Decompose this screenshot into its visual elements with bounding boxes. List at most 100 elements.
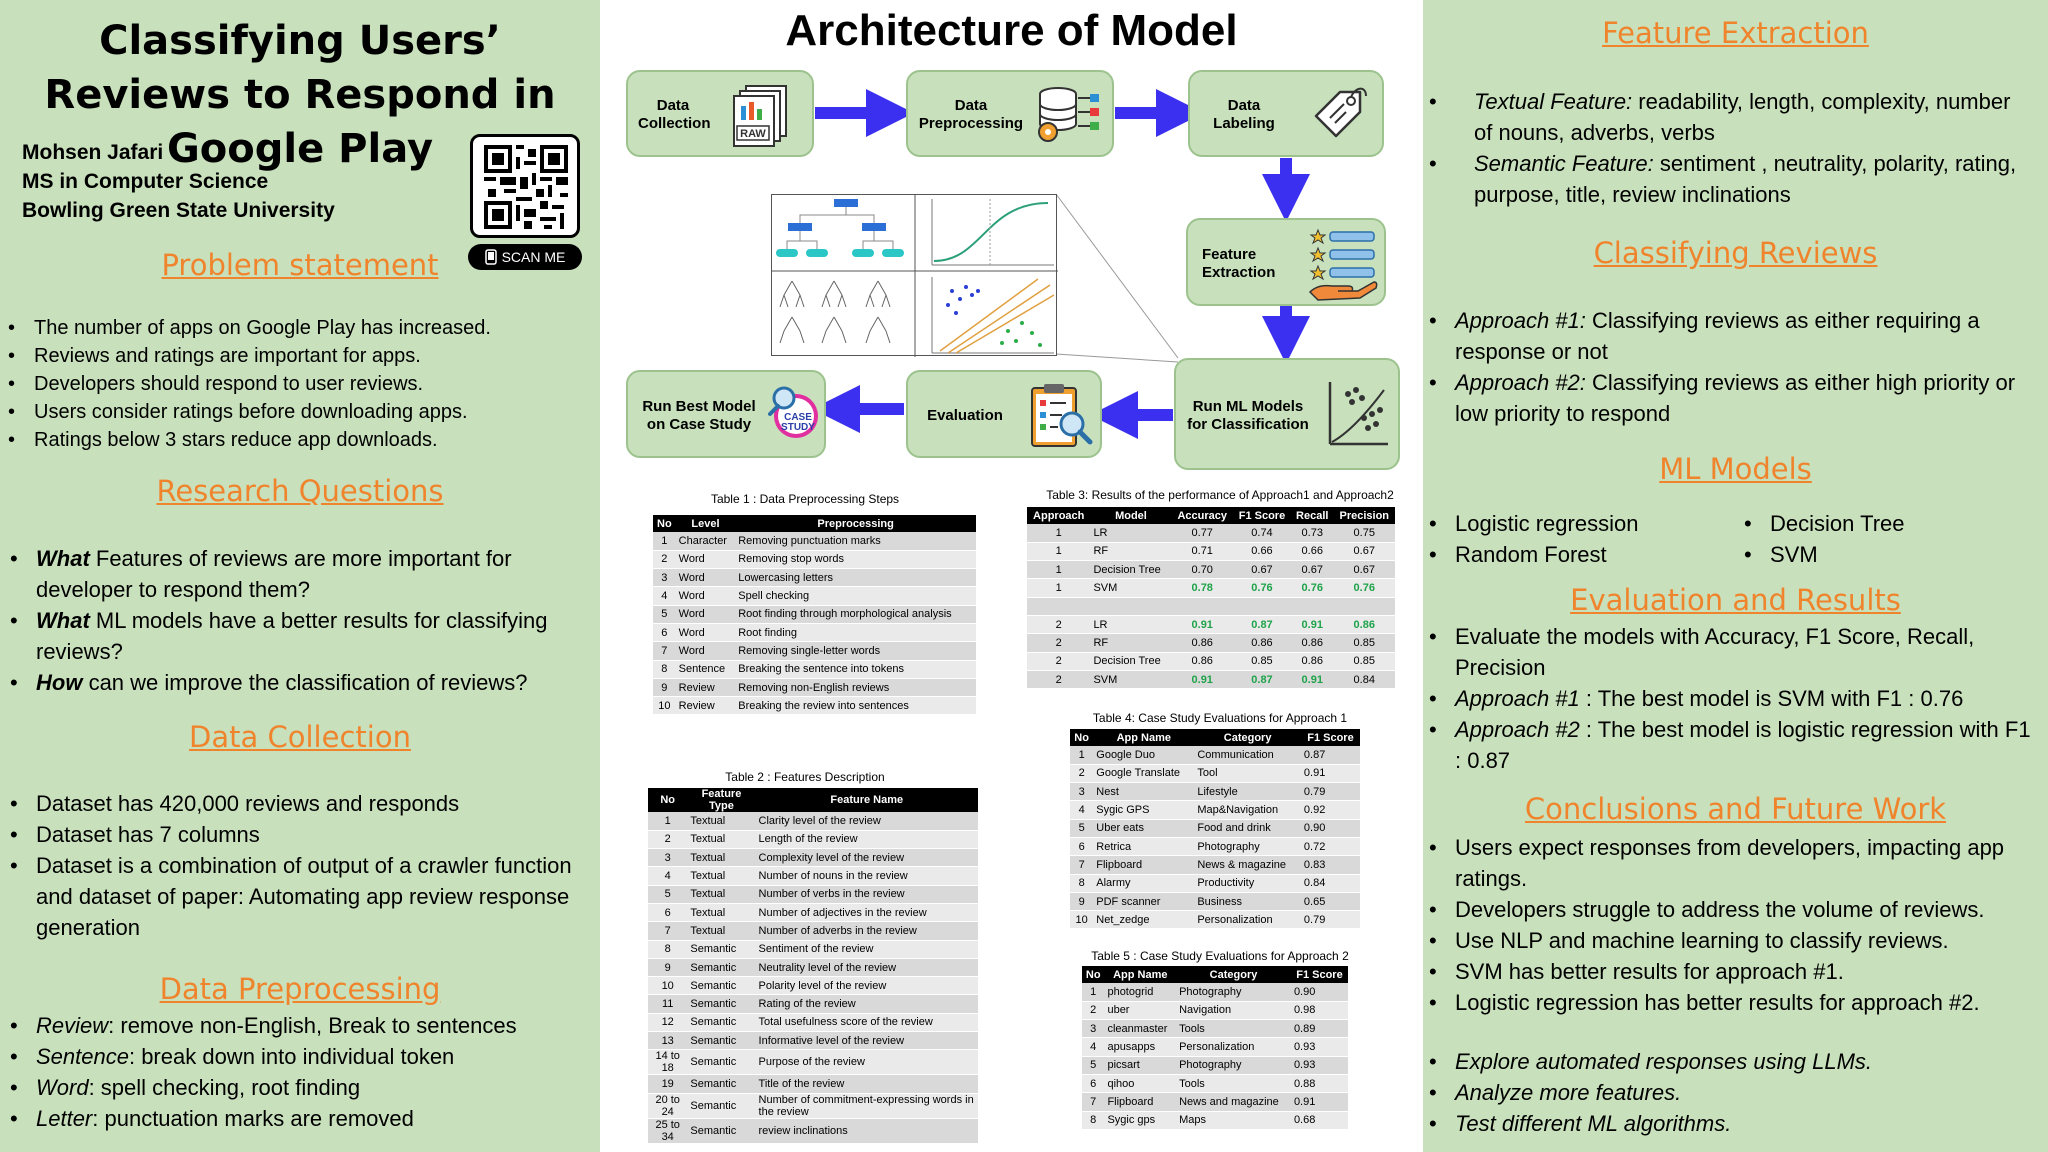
table-cell: cleanmaster xyxy=(1104,1019,1177,1039)
table-cell: 0.93 xyxy=(1290,1037,1348,1057)
qr-code[interactable] xyxy=(470,134,580,238)
table-cell: Textual xyxy=(687,848,756,868)
table-cell: 0.87 xyxy=(1232,615,1291,635)
table-cell: 2 xyxy=(1027,670,1091,690)
table-cell: Complexity level of the review xyxy=(755,848,978,868)
table-cell: 0.76 xyxy=(1232,578,1291,598)
table-cell: 9 xyxy=(648,958,688,978)
table-cell: Tools xyxy=(1176,1019,1291,1039)
table-header: F1 Score xyxy=(1232,507,1291,524)
model-item: SVM xyxy=(1738,539,2038,570)
table-cell: 10 xyxy=(1070,910,1094,930)
table-cell: 1 xyxy=(1027,542,1091,562)
scan-me-label: SCAN ME xyxy=(501,249,566,265)
table-cell: Sentiment of the review xyxy=(755,940,978,959)
table-cell: 0.90 xyxy=(1300,819,1360,838)
table-cell: 0.70 xyxy=(1171,560,1233,580)
table-cell: News and magazine xyxy=(1176,1092,1291,1112)
database-gear-icon xyxy=(1038,87,1099,142)
table-cell: review inclinations xyxy=(755,1118,978,1144)
table-cell: 5 xyxy=(648,885,688,904)
node-run-best-model: Run Best Model on Case Study CASE STUDY xyxy=(626,370,826,458)
evaluation-heading: Evaluation and Results xyxy=(1570,583,1901,617)
table-cell: 4 xyxy=(1082,1037,1105,1057)
problem-item: The number of apps on Google Play has in… xyxy=(4,314,594,342)
table-cell: Informative level of the review xyxy=(755,1031,978,1051)
table-header: Preprocessing xyxy=(735,515,976,532)
table-cell: Flipboard xyxy=(1093,855,1195,875)
table-header: No xyxy=(1082,966,1105,983)
table-cell: 7 xyxy=(653,641,676,661)
table-cell: Number of adjectives in the review xyxy=(755,903,978,923)
research-item: What Features of reviews are more import… xyxy=(4,543,594,605)
table-cell: Decision Tree xyxy=(1090,560,1172,580)
model-thumbnails xyxy=(771,194,1058,357)
table-cell: Polarity level of the review xyxy=(755,976,978,996)
table-cell: Sygic GPS xyxy=(1093,800,1195,820)
table-cell: Uber eats xyxy=(1093,819,1195,838)
table-cell: 0.67 xyxy=(1232,560,1291,580)
case-study-icon: CASE STUDY xyxy=(768,386,818,438)
table-cell: 0.87 xyxy=(1300,746,1360,765)
problem-item: Reviews and ratings are important for ap… xyxy=(4,342,594,370)
table-cell: 0.84 xyxy=(1300,874,1360,893)
table-cell: uber xyxy=(1104,1001,1177,1021)
table-cell xyxy=(1171,597,1233,616)
table-cell: Map&Navigation xyxy=(1194,800,1301,820)
raw-data-icon: RAW xyxy=(733,85,787,147)
collection-item: Dataset has 7 columns xyxy=(4,819,594,850)
model-item: Logistic regression xyxy=(1423,508,1723,539)
table-cell: 2 xyxy=(1027,652,1091,671)
table-cell: 3 xyxy=(648,848,688,868)
table-cell: apusapps xyxy=(1104,1037,1177,1057)
scan-me-button[interactable]: SCAN ME xyxy=(468,244,582,270)
future-item: Test different ML algorithms. xyxy=(1423,1108,2043,1139)
table-cell: 2 xyxy=(1027,615,1091,635)
table-cell: 1 xyxy=(648,812,688,831)
table-cell: Google Translate xyxy=(1093,764,1195,784)
evaluation-list: Evaluate the models with Accuracy, F1 Sc… xyxy=(1423,621,2038,776)
table-cell: 0.83 xyxy=(1300,855,1360,875)
node-label: Feature Extraction xyxy=(1202,246,1276,281)
table-cell: 0.65 xyxy=(1300,892,1360,912)
table4-caption: Table 4: Case Study Evaluations for Appr… xyxy=(1092,711,1348,725)
table-cell: Semantic xyxy=(687,976,756,996)
evaluation-item: Approach #1 : The best model is SVM with… xyxy=(1423,683,2038,714)
author-name: Mohsen Jafari xyxy=(22,141,164,164)
table-cell xyxy=(1232,597,1291,616)
conclusions-heading: Conclusions and Future Work xyxy=(1524,792,1947,826)
table-cell: LR xyxy=(1090,615,1172,635)
table-header: Recall xyxy=(1291,507,1334,524)
table-cell: Personalization xyxy=(1194,910,1301,930)
table-cell: 0.71 xyxy=(1171,542,1233,562)
table-cell: Textual xyxy=(687,885,756,904)
table-cell: 0.91 xyxy=(1291,670,1334,690)
table5-caption: Table 5 : Case Study Evaluations for App… xyxy=(1091,949,1349,963)
evaluation-item: Approach #2 : The best model is logistic… xyxy=(1423,714,2038,776)
table-cell: 0.86 xyxy=(1291,652,1334,671)
table-cell: Maps xyxy=(1176,1111,1291,1130)
table-header: Precision xyxy=(1333,507,1395,524)
table-cell: Textual xyxy=(687,812,756,831)
table-cell: 1 xyxy=(1070,746,1094,765)
table-cell: 2 xyxy=(1070,764,1094,784)
table-cell: Semantic xyxy=(687,994,756,1014)
table-cell: Number of commitment-expressing words in… xyxy=(755,1093,978,1119)
table-header: No xyxy=(1070,729,1094,746)
table-cell xyxy=(1333,597,1395,616)
